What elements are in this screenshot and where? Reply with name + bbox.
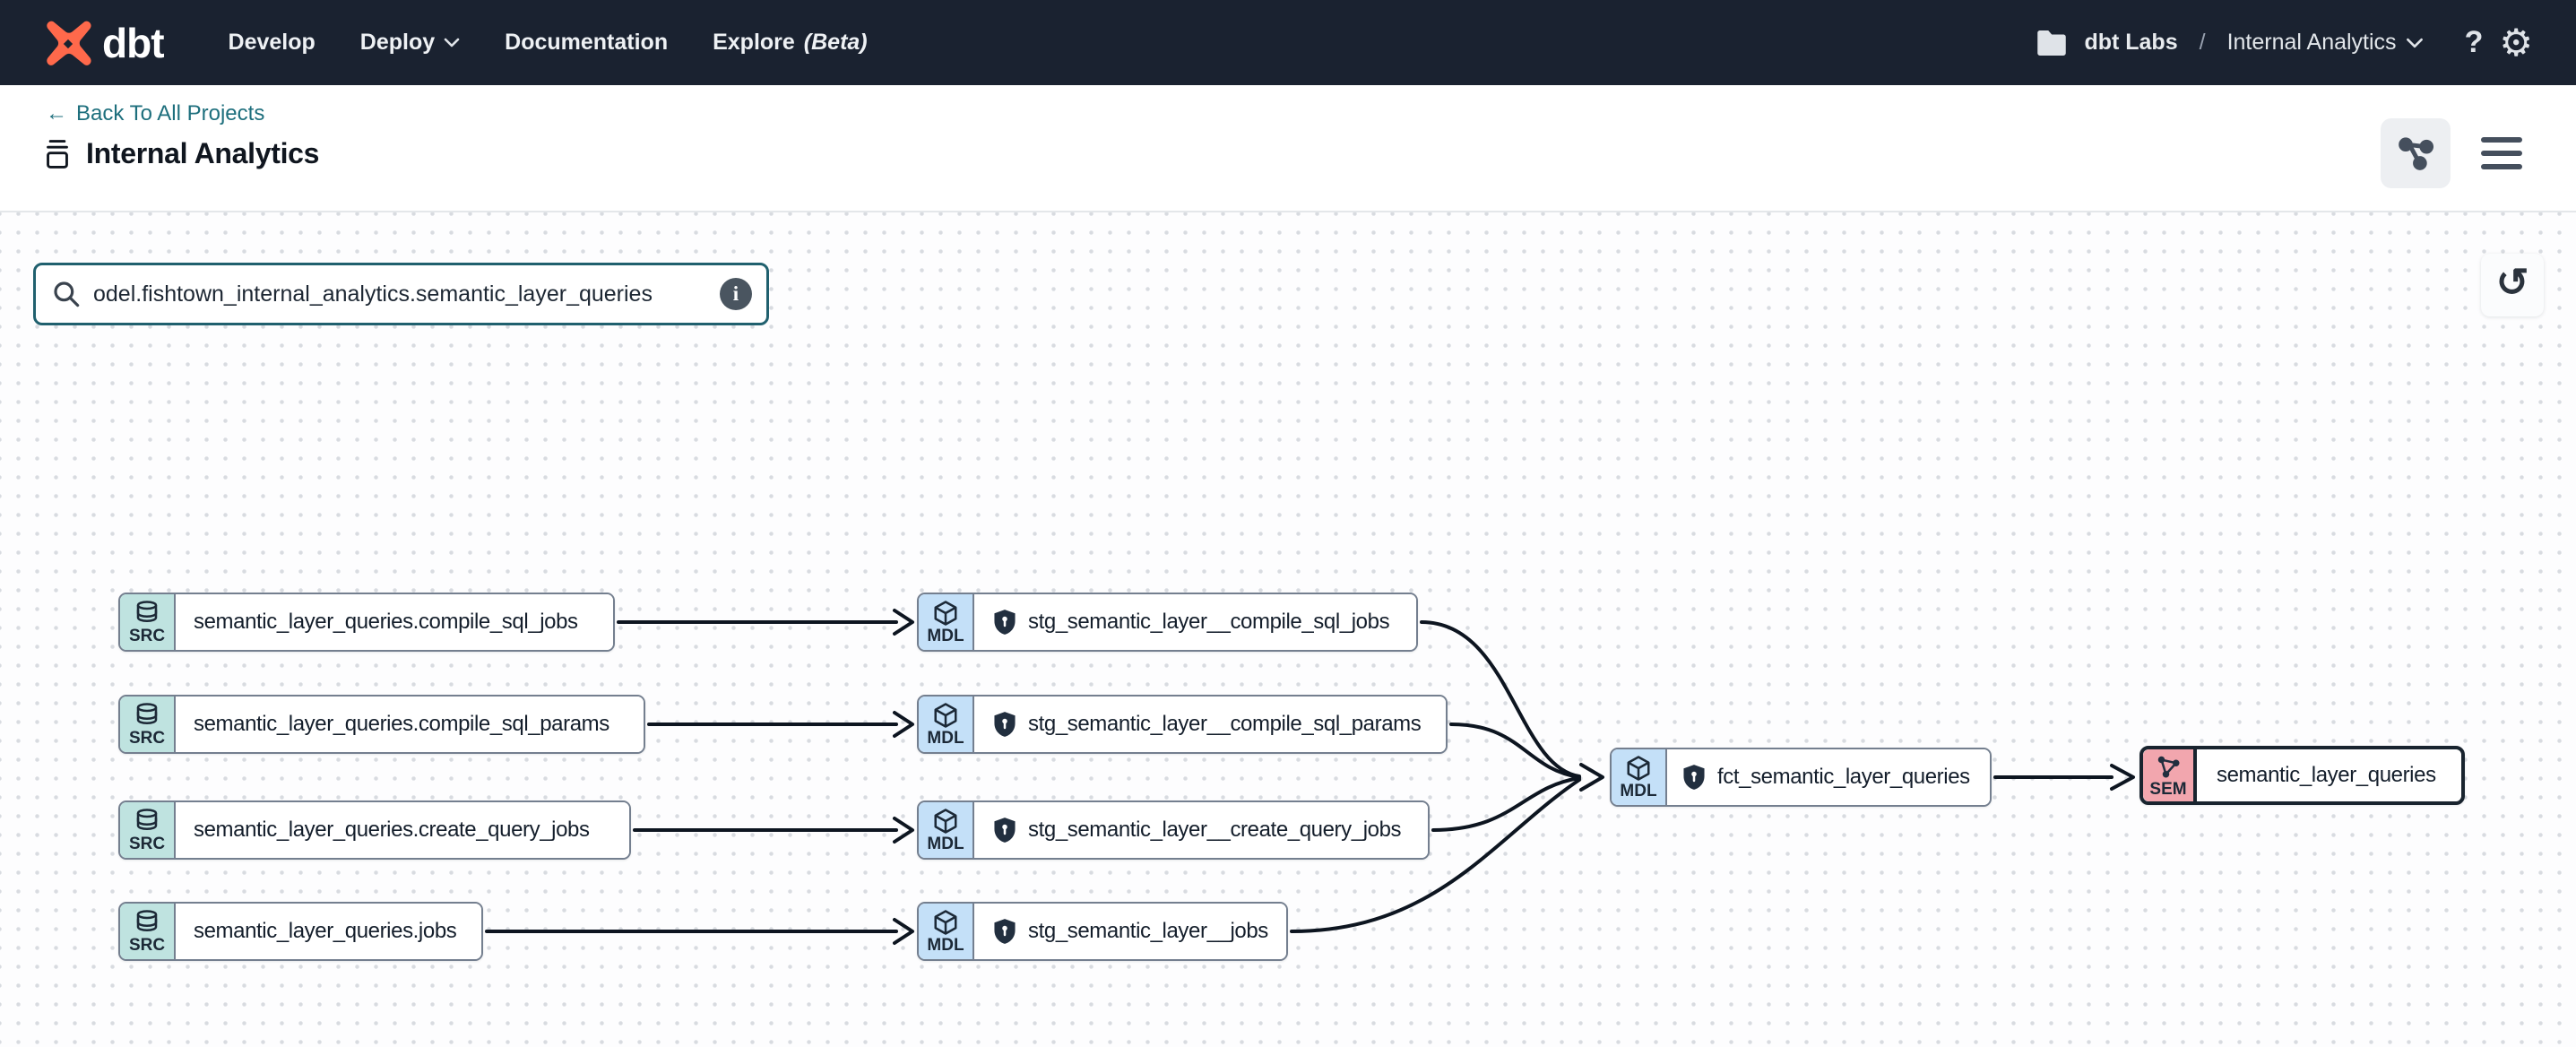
semantic-layer-icon: [2157, 756, 2180, 778]
project-icon: [47, 139, 68, 169]
lineage-search-input[interactable]: odel.fishtown_internal_analytics.semanti…: [33, 263, 769, 325]
database-icon: [136, 809, 158, 831]
nav-deploy[interactable]: Deploy: [360, 30, 460, 56]
account-name[interactable]: dbt Labs: [2084, 30, 2178, 55]
gear-icon[interactable]: ⚙: [2499, 21, 2533, 64]
chevron-down-icon: [2406, 38, 2423, 48]
node-src-create-query-jobs[interactable]: SRC semantic_layer_queries.create_query_…: [118, 800, 631, 860]
node-semantic-layer-queries[interactable]: SEM semantic_layer_queries: [2139, 746, 2465, 805]
node-stg-jobs[interactable]: MDL stg_semantic_layer__jobs: [917, 902, 1288, 961]
node-type-badge: MDL: [919, 697, 974, 752]
node-stg-compile-sql-params[interactable]: MDL stg_semantic_layer__compile_sql_para…: [917, 695, 1448, 754]
node-type-badge: SRC: [120, 904, 176, 959]
node-type-badge: SEM: [2143, 749, 2197, 801]
page-title: Internal Analytics: [86, 137, 320, 169]
chevron-down-icon: [444, 38, 460, 48]
lineage-canvas[interactable]: odel.fishtown_internal_analytics.semanti…: [0, 212, 2576, 1047]
shield-icon: [994, 919, 1016, 944]
folder-icon: [2037, 30, 2067, 56]
menu-icon[interactable]: [2481, 137, 2522, 169]
brand-wordmark: dbt: [102, 19, 165, 66]
node-src-compile-sql-params[interactable]: SRC semantic_layer_queries.compile_sql_p…: [118, 695, 645, 754]
nav-explore[interactable]: Explore(Beta): [713, 30, 868, 55]
lineage-edges: [485, 609, 2135, 945]
breadcrumb-separator: /: [2199, 30, 2206, 55]
cube-icon: [934, 601, 957, 626]
reset-view-button[interactable]: ↺: [2481, 254, 2544, 316]
shield-icon: [994, 818, 1016, 843]
cube-icon: [1627, 756, 1650, 781]
node-src-compile-sql-jobs[interactable]: SRC semantic_layer_queries.compile_sql_j…: [118, 593, 615, 652]
node-type-badge: SRC: [120, 594, 176, 650]
nav-documentation[interactable]: Documentation: [505, 30, 669, 55]
node-type-badge: SRC: [120, 697, 176, 752]
node-type-badge: MDL: [1612, 749, 1667, 805]
search-icon: [54, 281, 80, 307]
project-selector[interactable]: Internal Analytics: [2227, 30, 2424, 56]
search-value: odel.fishtown_internal_analytics.semanti…: [93, 281, 653, 307]
nav-develop[interactable]: Develop: [228, 30, 316, 55]
node-stg-create-query-jobs[interactable]: MDL stg_semantic_layer__create_query_job…: [917, 800, 1430, 860]
database-icon: [136, 910, 158, 932]
nav-account-area: dbt Labs / Internal Analytics ? ⚙: [2036, 21, 2533, 64]
back-to-projects-link[interactable]: ← Back To All Projects: [46, 101, 265, 125]
dbt-logo-icon: [47, 21, 91, 65]
undo-icon: ↺: [2495, 261, 2529, 305]
node-stg-compile-sql-jobs[interactable]: MDL stg_semantic_layer__compile_sql_jobs: [917, 593, 1418, 652]
page-header: ← Back To All Projects Internal Analytic…: [0, 85, 2576, 212]
help-icon[interactable]: ?: [2464, 25, 2484, 59]
back-arrow-icon: ←: [46, 101, 67, 125]
node-type-badge: MDL: [919, 594, 974, 650]
node-type-badge: MDL: [919, 802, 974, 858]
top-nav: dbt Develop Deploy Documentation Explore…: [0, 0, 2576, 85]
shield-icon: [994, 712, 1016, 737]
dbt-logo[interactable]: dbt: [41, 17, 165, 69]
cube-icon: [934, 703, 957, 728]
database-icon: [136, 703, 158, 725]
shield-icon: [1683, 765, 1705, 790]
cube-icon: [934, 809, 957, 834]
lineage-icon: [2399, 137, 2434, 170]
node-type-badge: SRC: [120, 802, 176, 858]
node-src-jobs[interactable]: SRC semantic_layer_queries.jobs: [118, 902, 483, 961]
beta-tag: (Beta): [803, 30, 868, 55]
nav-menu: Develop Deploy Documentation Explore(Bet…: [229, 30, 868, 56]
cube-icon: [934, 910, 957, 935]
info-icon[interactable]: i: [720, 278, 752, 310]
database-icon: [136, 601, 158, 623]
node-fct-semantic-layer-queries[interactable]: MDL fct_semantic_layer_queries: [1610, 748, 1992, 807]
lineage-view-button[interactable]: [2381, 118, 2451, 188]
node-type-badge: MDL: [919, 904, 974, 959]
shield-icon: [994, 610, 1016, 635]
